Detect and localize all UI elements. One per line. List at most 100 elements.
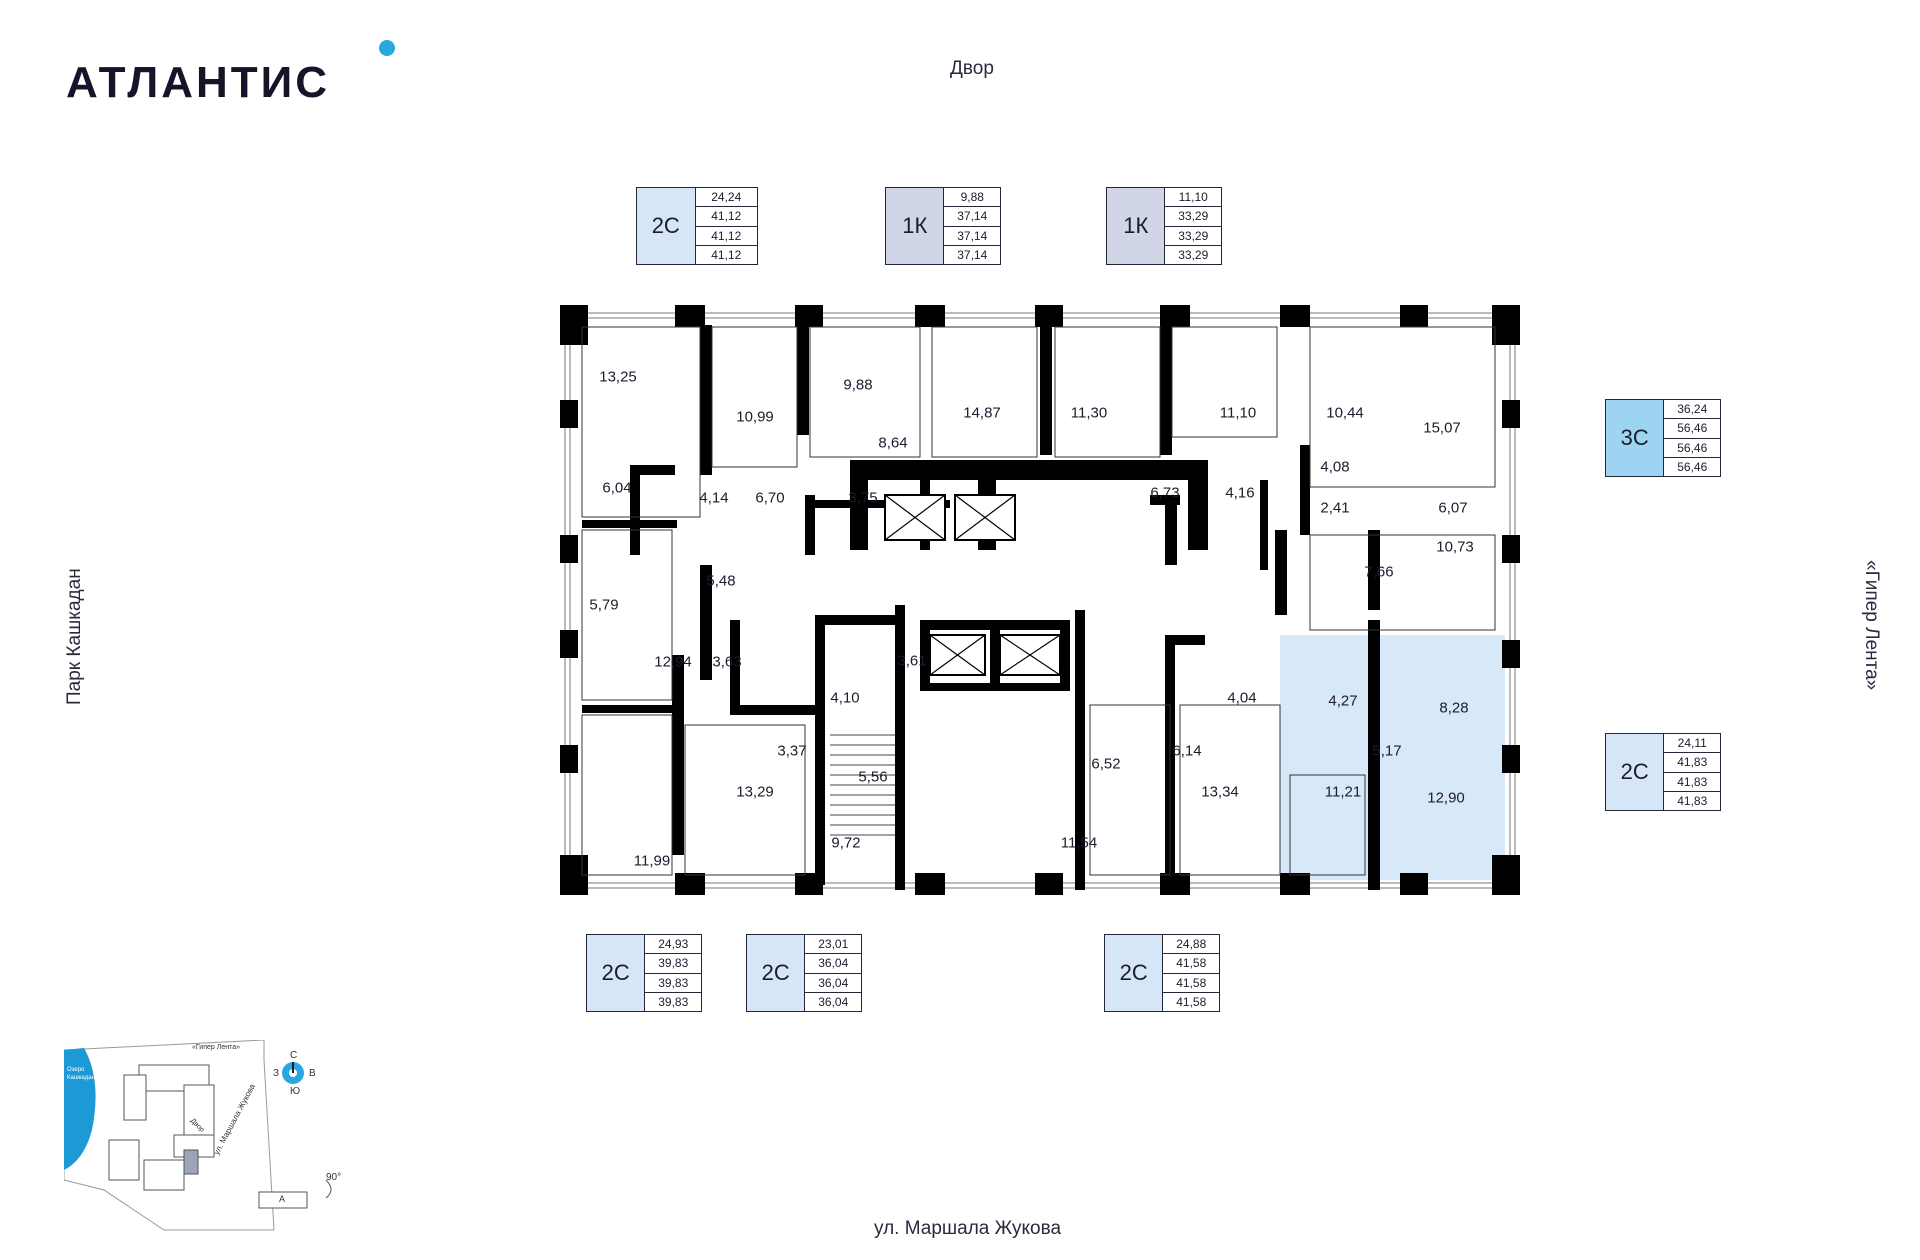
apartment-type: 1К <box>886 188 945 264</box>
room-area: 11,10 <box>1219 404 1257 422</box>
area-value: 41,58 <box>1163 954 1219 974</box>
room-area: 4,10 <box>830 689 860 707</box>
room-area: 8,28 <box>1439 699 1469 717</box>
area-value: 33,29 <box>1178 247 1209 262</box>
area-value: 41,12 <box>711 247 742 262</box>
room-area: 9,88 <box>843 376 873 394</box>
compass-west: З <box>273 1068 280 1079</box>
area-value: 41,58 <box>1163 974 1219 993</box>
room-area: 2,41 <box>1320 499 1350 517</box>
room-area: 9,72 <box>831 834 861 852</box>
rotation-label: 90° <box>326 1172 342 1183</box>
street-label-bottom: ул. Маршала Жукова <box>874 1218 1062 1239</box>
room-area: 8,64 <box>878 434 908 452</box>
area-value: 39,83 <box>645 974 701 993</box>
apartment-card-right-2c[interactable]: 2С 24,11 41,83 41,83 41,83 <box>1605 733 1721 811</box>
apartment-card-right-3c[interactable]: 3С 36,24 56,46 56,46 56,46 <box>1605 399 1721 477</box>
area-value: 33,29 <box>1165 207 1221 227</box>
room-area: 3,75 <box>848 489 878 507</box>
room-area: 7,66 <box>1364 563 1394 581</box>
apartment-card-bottom-2c-a[interactable]: 2С 24,93 39,83 39,83 39,83 <box>586 934 702 1012</box>
apartment-type: 2С <box>637 188 696 264</box>
area-value: 23,01 <box>805 935 861 955</box>
compass-icon <box>282 1062 304 1084</box>
room-area: 6,07 <box>1438 499 1468 517</box>
area-value: 24,11 <box>1664 734 1720 754</box>
site-plan: Озеро Кашкадан Двор «Гипер Лента» ул. Ма… <box>64 1040 404 1240</box>
apartment-card-top-1k-a[interactable]: 1К 9,88 37,14 37,14 37,14 <box>885 187 1001 265</box>
room-area: 11,99 <box>633 852 671 870</box>
apartment-type: 3С <box>1606 400 1665 476</box>
room-area: 13,25 <box>599 368 637 386</box>
room-area: 6,04 <box>602 479 632 497</box>
room-area: 10,99 <box>736 408 774 426</box>
room-area: 13,29 <box>736 783 774 801</box>
area-value: 37,14 <box>944 207 1000 227</box>
street-label-left: Парк Кашкадан <box>64 568 85 705</box>
floor-plan-drawing <box>560 305 1520 895</box>
room-area: 10,73 <box>1436 538 1474 556</box>
room-area: 4,16 <box>1225 484 1255 502</box>
room-area: 11,54 <box>1060 834 1098 852</box>
apartment-card-top-1k-b[interactable]: 1К 11,10 33,29 33,29 33,29 <box>1106 187 1222 265</box>
room-area: 5,48 <box>706 572 736 590</box>
room-area: 10,44 <box>1326 404 1364 422</box>
area-value: 56,46 <box>1664 439 1720 458</box>
area-value: 39,83 <box>658 994 689 1009</box>
area-value: 56,46 <box>1664 419 1720 439</box>
area-value: 41,83 <box>1677 793 1708 808</box>
apartment-type: 2С <box>1606 734 1665 810</box>
room-area: 6,14 <box>1172 742 1202 760</box>
room-area: 5,56 <box>858 768 888 786</box>
area-value: 41,83 <box>1664 773 1720 792</box>
room-area: 12,94 <box>654 653 692 671</box>
floor-plan: 13,25 10,99 9,88 14,87 11,30 11,10 10,44… <box>560 305 1520 895</box>
site-top-label: «Гипер Лента» <box>192 1044 240 1051</box>
apartment-card-bottom-2c-b[interactable]: 2С 23,01 36,04 36,04 36,04 <box>746 934 862 1012</box>
area-value: 41,58 <box>1176 994 1207 1009</box>
room-area: 3,37 <box>777 742 807 760</box>
apartment-type: 2С <box>587 935 646 1011</box>
room-area: 4,14 <box>699 489 729 507</box>
apartment-type: 2С <box>747 935 806 1011</box>
compass-north: С <box>290 1050 298 1061</box>
lake-label: Озеро Кашкадан <box>67 1067 95 1081</box>
room-area: 4,08 <box>1320 458 1350 476</box>
room-area: 4,04 <box>1227 689 1257 707</box>
area-value: 41,83 <box>1664 753 1720 773</box>
area-value: 36,04 <box>818 994 849 1009</box>
room-area: 11,21 <box>1324 783 1362 801</box>
room-area: 4,27 <box>1328 692 1358 710</box>
compass-south: Ю <box>290 1086 301 1097</box>
room-area: 6,73 <box>1150 484 1180 502</box>
brand-logo: АТЛАНТИС <box>66 58 331 107</box>
room-area: 13,34 <box>1201 783 1239 801</box>
apartment-type: 2С <box>1105 935 1164 1011</box>
apartment-type: 1К <box>1107 188 1166 264</box>
room-area: 6,52 <box>1091 755 1121 773</box>
room-area: 15,07 <box>1423 419 1461 437</box>
area-value: 33,29 <box>1165 227 1221 246</box>
room-area: 6,70 <box>755 489 785 507</box>
compass-east: В <box>309 1068 316 1079</box>
area-value: 41,12 <box>695 207 757 227</box>
area-value: 36,04 <box>805 954 861 974</box>
room-area: 11,30 <box>1070 404 1108 422</box>
area-value: 41,12 <box>695 227 757 246</box>
area-value: 24,93 <box>645 935 701 955</box>
area-value: 36,04 <box>805 974 861 993</box>
apartment-card-bottom-2c-c[interactable]: 2С 24,88 41,58 41,58 41,58 <box>1104 934 1220 1012</box>
area-value: 11,10 <box>1165 188 1221 208</box>
street-label-top: Двор <box>950 58 994 79</box>
area-value: 37,14 <box>957 247 988 262</box>
area-value: 37,14 <box>944 227 1000 246</box>
street-label-right: «Гипер Лента» <box>1861 560 1882 691</box>
room-area: 5,79 <box>589 596 619 614</box>
area-value: 56,46 <box>1677 459 1708 474</box>
logo-dot-icon <box>379 40 395 56</box>
area-value: 39,83 <box>645 954 701 974</box>
site-plan-drawing <box>64 1040 332 1231</box>
section-label: А <box>279 1194 286 1204</box>
apartment-card-top-2c[interactable]: 2С 24,24 41,12 41,12 41,12 <box>636 187 758 265</box>
area-value: 24,88 <box>1163 935 1219 955</box>
